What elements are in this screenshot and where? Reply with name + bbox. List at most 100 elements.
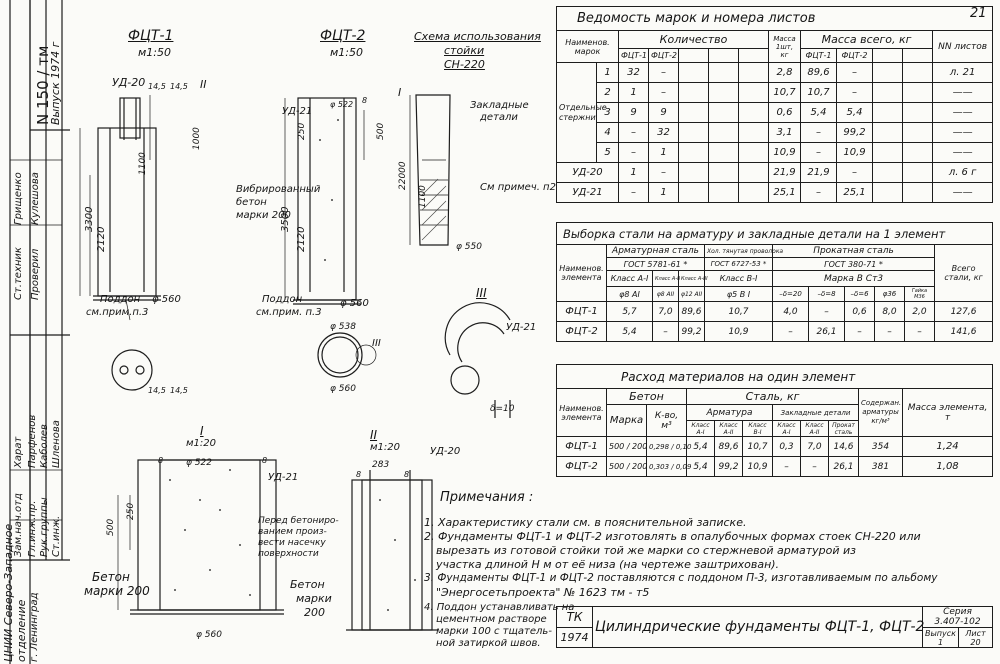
cell: 1,08 bbox=[901, 456, 994, 477]
cell: 8,0 bbox=[874, 301, 905, 322]
cell: – bbox=[648, 82, 679, 103]
detail2-label: Бетон bbox=[290, 578, 325, 591]
col-subheader: Прокат сталь bbox=[828, 420, 859, 437]
sidebar-name: Харат bbox=[13, 436, 24, 468]
issue-label: Выпуск bbox=[925, 628, 956, 638]
cell: 10,7 bbox=[742, 436, 773, 457]
cell-name: ФЦТ-1 bbox=[556, 301, 607, 322]
col-header: Наименов. марок bbox=[556, 30, 619, 63]
detail3-dim: δ=10 bbox=[490, 404, 515, 414]
sidebar-name: Парфенов bbox=[27, 414, 38, 468]
cell: – bbox=[618, 182, 649, 203]
cell: 25,1 bbox=[768, 182, 801, 203]
fct1-dim: φ 560 bbox=[152, 294, 181, 305]
cell: —— bbox=[931, 82, 994, 103]
detail1-dim: 500 bbox=[106, 518, 116, 536]
sidebar-role: Рук.группы bbox=[39, 497, 50, 557]
cell: – bbox=[844, 321, 875, 342]
note-line: 2. Фундаменты ФЦТ-1 и ФЦТ-2 изготовлять … bbox=[424, 530, 921, 543]
steel-table: Выборка стали на арматуру и закладные де… bbox=[555, 222, 994, 342]
note-line: ной затиркой швов. bbox=[436, 638, 541, 649]
cell: 32 bbox=[648, 122, 679, 143]
sidebar-role: Ст.техник bbox=[13, 247, 24, 300]
scheme-label: См примеч. п2 bbox=[480, 182, 556, 193]
detail2-dim: 283 bbox=[372, 460, 390, 470]
col-header: Класс А-II bbox=[652, 270, 680, 287]
sheet-label: Лист bbox=[965, 628, 986, 638]
table-row: УД-21 – 1 25,1 – 25,1 —— bbox=[556, 182, 994, 203]
cell: л. 21 bbox=[931, 62, 994, 83]
col-header: Арматура bbox=[686, 404, 773, 421]
cell: 1 bbox=[618, 162, 649, 183]
cell: 1 bbox=[648, 142, 679, 163]
cell: – bbox=[874, 321, 905, 342]
detail1-mark: УД-21 bbox=[268, 472, 299, 483]
section-dim: 14,5 bbox=[148, 386, 166, 395]
table-row: ФЦТ-1 5,7 7,0 89,6 10,7 4,0 – 0,6 8,0 2,… bbox=[556, 301, 994, 322]
cell: – bbox=[618, 142, 649, 163]
note-line: 1. Характеристику стали см. в пояснитель… bbox=[424, 516, 747, 529]
table-row: ФЦТ-2 500 / 200 0,303 / 0,09 5,4 99,2 10… bbox=[556, 456, 994, 477]
table-row: 2 1 – 10,7 10,7 – —— bbox=[557, 82, 994, 103]
note-line: "Энергосетьпроекта" № 1623 тм - т5 bbox=[436, 586, 650, 599]
cell: 5,4 bbox=[800, 102, 837, 123]
detail2-note: ванием произ- bbox=[258, 527, 327, 537]
col-header: ФЦТ-1 bbox=[800, 48, 837, 63]
detail2-label: 200 bbox=[304, 606, 325, 619]
cell: – bbox=[772, 456, 801, 477]
detail3-title: III bbox=[476, 286, 487, 300]
cell: л. 6 г bbox=[931, 162, 994, 183]
cell: – bbox=[800, 182, 837, 203]
cell: 7,0 bbox=[800, 436, 829, 457]
fct1-dim: 14,5 bbox=[170, 82, 188, 91]
pallet-label: Поддон bbox=[100, 294, 141, 305]
col-header: Закладные детали bbox=[772, 404, 859, 421]
scheme-title: стойки bbox=[444, 44, 485, 57]
pallet-label: Поддон bbox=[262, 294, 303, 305]
materials-table: Расход материалов на один элемент Наимен… bbox=[555, 364, 994, 477]
col-subheader: φ12 АII bbox=[678, 286, 705, 302]
cell: 25,1 bbox=[836, 182, 873, 203]
sheet-value: 20 bbox=[970, 637, 981, 647]
col-header: Прокатная сталь bbox=[772, 244, 935, 258]
scheme-title: СН-220 bbox=[444, 58, 485, 71]
cell: —— bbox=[931, 122, 994, 143]
fct2-dim: 2120 bbox=[296, 226, 307, 252]
fct2-dim: 500 bbox=[376, 122, 386, 140]
col-header: Сталь, кг bbox=[686, 388, 859, 405]
detail2-mark: УД-20 bbox=[430, 446, 461, 457]
col-subheader: Гайка М36 bbox=[904, 286, 935, 302]
sidebar-frame bbox=[9, 0, 70, 664]
fct1-title: ФЦТ-1 bbox=[128, 28, 174, 44]
detail2-dim: 8 bbox=[404, 470, 410, 479]
cell: – bbox=[800, 456, 829, 477]
section-dim: φ 538 bbox=[330, 322, 356, 332]
cell: 5,4 bbox=[836, 102, 873, 123]
col-header: К-во, м³ bbox=[646, 404, 687, 437]
cell: 26,1 bbox=[808, 321, 845, 342]
cell: – bbox=[836, 82, 873, 103]
title-sheet: Лист 20 bbox=[957, 627, 994, 648]
organization-line: ЦНИИ Северо-Западное bbox=[2, 523, 15, 662]
cell: 14,6 bbox=[828, 436, 859, 457]
col-subheader: Класс А-I bbox=[686, 420, 715, 437]
concrete-label: марки 200 bbox=[236, 210, 291, 221]
note-line: вырезать из готовой стойки той же марки … bbox=[436, 544, 857, 557]
pallet-label: см.прим. п.3 bbox=[256, 307, 322, 318]
cell: 354 bbox=[858, 436, 903, 457]
cell: – bbox=[800, 122, 837, 143]
marks-table: Ведомость марок и номера листов Наименов… bbox=[555, 6, 994, 203]
cell: 9 bbox=[618, 102, 649, 123]
col-header: ГОСТ 380-71 * bbox=[772, 257, 935, 271]
col-subheader: φ5 В I bbox=[704, 286, 773, 302]
col-header: NN листов bbox=[931, 30, 994, 63]
fct2-dim: 8 bbox=[362, 96, 368, 105]
col-header: Содержан. арматуры кг/м³ bbox=[858, 388, 903, 437]
col-header: Масса 1шт, кг bbox=[768, 30, 801, 63]
cell: 10,9 bbox=[768, 142, 801, 163]
sidebar-name: Шленова bbox=[51, 420, 62, 468]
cell: 2,8 bbox=[768, 62, 801, 83]
cell: 89,6 bbox=[678, 301, 705, 322]
table-row: 3 9 9 0,6 5,4 5,4 —— bbox=[557, 102, 994, 123]
cell: 32 bbox=[618, 62, 649, 83]
